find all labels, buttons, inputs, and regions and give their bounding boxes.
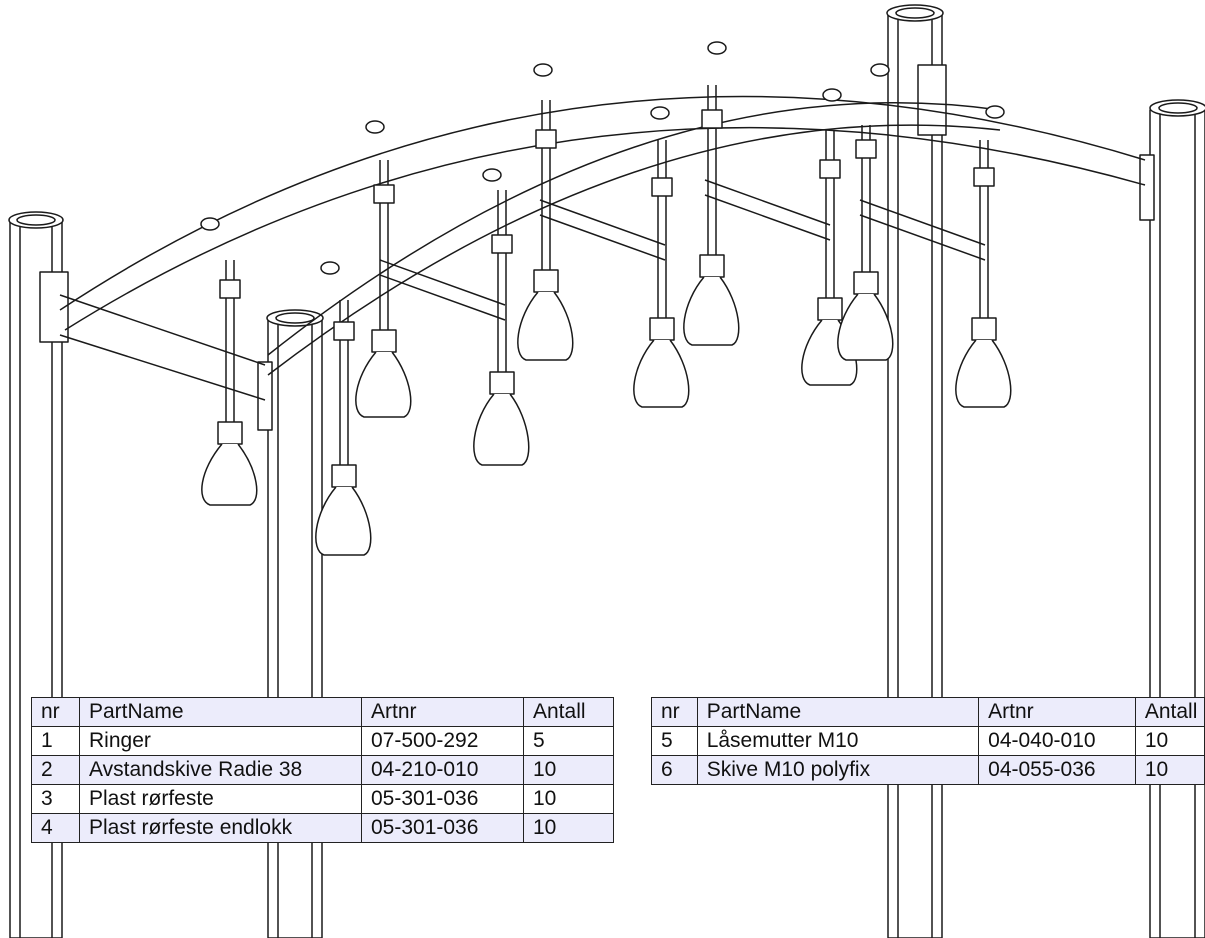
cell-partname: Låsemutter M10: [696, 726, 980, 756]
table-header-row: nr PartName Artnr Antall: [651, 697, 1205, 727]
table-row: 4 Plast rørfeste endlokk 05-301-036 10: [31, 813, 614, 843]
cell-antall: 10: [1134, 755, 1205, 785]
arch-tube-back-inner: [64, 126, 1146, 331]
table-row: 2 Avstandskive Radie 38 04-210-010 10: [31, 755, 614, 785]
cell-nr: 4: [31, 813, 80, 843]
parts-table-left: nr PartName Artnr Antall 1 Ringer 07-500…: [31, 697, 614, 843]
arch-tube-front-outer: [267, 102, 1001, 356]
pipe-clamps: [200, 41, 1005, 275]
ring-handle-9: [837, 125, 894, 361]
cell-nr: 1: [31, 726, 80, 756]
post-right: [1149, 99, 1205, 938]
arch-tube-front-inner: [267, 124, 1001, 376]
cell-antall: 5: [523, 726, 614, 756]
header-artnr: Artnr: [361, 697, 524, 727]
cell-antall: 10: [523, 813, 614, 843]
header-artnr: Artnr: [978, 697, 1136, 727]
cell-antall: 10: [523, 784, 614, 814]
cell-partname: Avstandskive Radie 38: [79, 755, 362, 785]
table-row: 6 Skive M10 polyfix 04-055-036 10: [651, 755, 1205, 785]
header-partname: PartName: [696, 697, 980, 727]
table-row: 3 Plast rørfeste 05-301-036 10: [31, 784, 614, 814]
cell-artnr: 04-055-036: [978, 755, 1136, 785]
header-partname: PartName: [79, 697, 362, 727]
spreader-bar-4: [859, 199, 986, 261]
ring-handle-3: [355, 160, 412, 418]
spreader-bar-3: [704, 179, 831, 241]
bracket-front: [257, 361, 273, 431]
cell-partname: Plast rørfeste endlokk: [79, 813, 362, 843]
spreader-bar-1: [379, 259, 506, 321]
cell-nr: 2: [31, 755, 80, 785]
cross-tube-left: [59, 294, 266, 401]
spreader-bar-2: [539, 199, 666, 261]
ring-handle-5: [517, 100, 574, 361]
parts-table-right: nr PartName Artnr Antall 5 Låsemutter M1…: [651, 697, 1205, 785]
bracket-right: [1139, 154, 1155, 221]
cell-nr: 3: [31, 784, 80, 814]
cell-artnr: 05-301-036: [361, 813, 524, 843]
cell-partname: Ringer: [79, 726, 362, 756]
parts-table-right-clip: nr PartName Artnr Antall 5 Låsemutter M1…: [651, 697, 1205, 817]
cell-artnr: 05-301-036: [361, 784, 524, 814]
cell-artnr: 04-040-010: [978, 726, 1136, 756]
ring-handle-1: [201, 260, 258, 506]
bracket-center: [917, 64, 947, 136]
ring-handle-7: [683, 85, 740, 346]
table-row: 5 Låsemutter M10 04-040-010 10: [651, 726, 1205, 756]
cell-antall: 10: [1134, 726, 1205, 756]
table-header-row: nr PartName Artnr Antall: [31, 697, 614, 727]
cell-antall: 10: [523, 755, 614, 785]
cell-artnr: 07-500-292: [361, 726, 524, 756]
header-nr: nr: [651, 697, 698, 727]
cell-nr: 5: [651, 726, 698, 756]
post-front-left: [266, 309, 324, 938]
header-nr: nr: [31, 697, 80, 727]
cell-partname: Plast rørfeste: [79, 784, 362, 814]
ring-handle-10: [955, 140, 1012, 408]
ring-handle-2: [315, 300, 372, 556]
cell-nr: 6: [651, 755, 698, 785]
table-row: 1 Ringer 07-500-292 5: [31, 726, 614, 756]
cell-partname: Skive M10 polyfix: [696, 755, 980, 785]
header-antall: Antall: [523, 697, 614, 727]
header-antall: Antall: [1134, 697, 1205, 727]
ring-handle-6: [633, 140, 690, 408]
ring-handle-4: [473, 190, 530, 466]
cell-artnr: 04-210-010: [361, 755, 524, 785]
